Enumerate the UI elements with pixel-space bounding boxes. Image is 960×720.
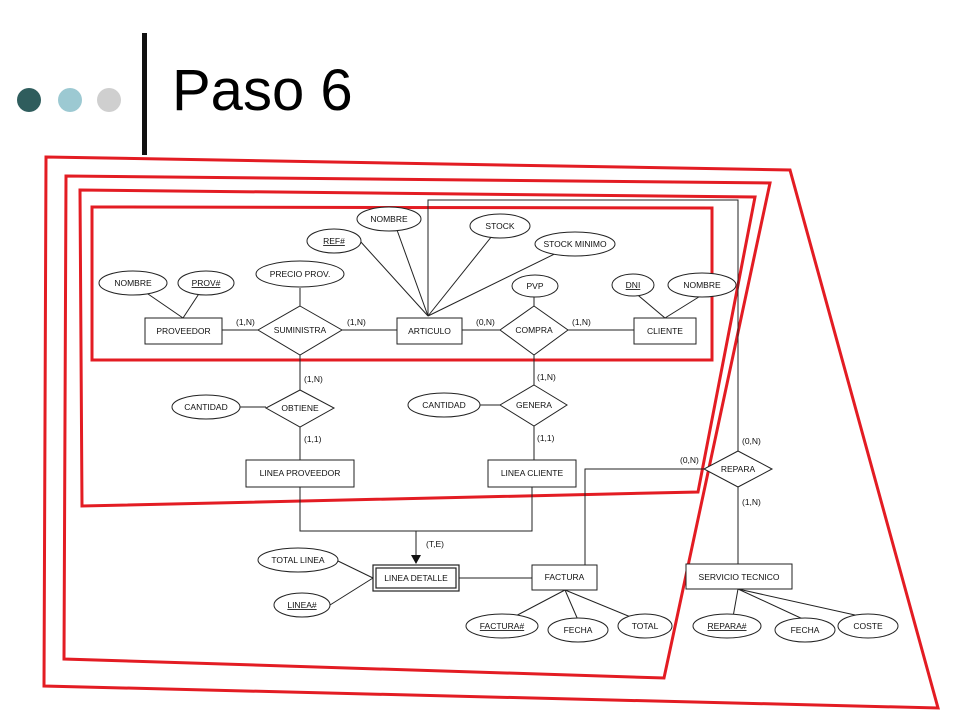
cardinality-label: (1,1) <box>304 434 322 444</box>
attribute-cantidad-obtiene: CANTIDAD <box>171 394 241 420</box>
cardinality-label: (1,N) <box>304 374 323 384</box>
attribute-prov: PROV# <box>177 270 235 296</box>
slide-title: Paso 6 <box>172 58 353 123</box>
attribute-label: STOCK MINIMO <box>543 239 607 249</box>
relationship-suministra: SUMINISTRA <box>257 305 343 356</box>
decor-dot-mid <box>58 88 82 112</box>
entity-label: CLIENTE <box>647 326 683 336</box>
attribute-label: FECHA <box>564 625 593 635</box>
cardinality-label: (1,N) <box>537 372 556 382</box>
boundary-4 <box>42 155 940 710</box>
title-divider <box>142 33 147 155</box>
entity-servicio-tecnico: SERVICIO TECNICO <box>685 563 793 590</box>
attribute-label: NOMBRE <box>370 214 408 224</box>
attribute-linea: LINEA# <box>273 592 331 618</box>
relationship-label: OBTIENE <box>281 403 319 413</box>
attribute-label: TOTAL <box>632 621 659 631</box>
relationship-repara: REPARA <box>702 450 774 488</box>
attribute-label: CANTIDAD <box>184 402 227 412</box>
entity-label: LINEA CLIENTE <box>501 468 564 478</box>
entity-linea-proveedor: LINEA PROVEEDOR <box>245 459 355 488</box>
attribute-repara-num: REPARA# <box>692 613 762 639</box>
cardinality-label: (1,N) <box>572 317 591 327</box>
attribute-dni: DNI <box>611 273 655 297</box>
attribute-fecha-factura: FECHA <box>547 617 609 643</box>
cardinality-label: (1,N) <box>347 317 366 327</box>
attribute-coste: COSTE <box>837 613 899 639</box>
attribute-nombre-articulo: NOMBRE <box>356 206 422 232</box>
relationship-genera: GENERA <box>499 384 568 427</box>
attribute-nombre-proveedor: NOMBRE <box>98 270 168 296</box>
entity-label: SERVICIO TECNICO <box>699 572 780 582</box>
boundary-1 <box>90 205 714 362</box>
cardinality-label: (1,N) <box>742 497 761 507</box>
attribute-label: COSTE <box>853 621 883 631</box>
attribute-label: CANTIDAD <box>422 400 465 410</box>
entity-linea-detalle: LINEA DETALLE <box>372 564 460 592</box>
boundary-2 <box>78 188 757 508</box>
relationship-compra: COMPRA <box>499 305 569 356</box>
connectors <box>131 199 865 621</box>
attribute-total-linea: TOTAL LINEA <box>257 547 339 573</box>
cardinality-label: (1,1) <box>537 433 555 443</box>
entity-label: FACTURA <box>545 572 585 582</box>
entity-articulo: ARTICULO <box>396 317 463 345</box>
attribute-factura-num: FACTURA# <box>465 613 539 639</box>
entity-factura: FACTURA <box>531 564 598 591</box>
relationship-obtiene: OBTIENE <box>264 389 336 428</box>
cardinality-label: (1,N) <box>236 317 255 327</box>
entity-label: PROVEEDOR <box>156 326 210 336</box>
attribute-label: PRECIO PROV. <box>270 269 331 279</box>
entity-label: LINEA DETALLE <box>384 573 448 583</box>
attribute-cantidad-genera: CANTIDAD <box>407 392 481 418</box>
decor-dot-dark <box>17 88 41 112</box>
grouping-boundaries <box>42 155 940 710</box>
relationship-label: GENERA <box>516 400 552 410</box>
attribute-pvp: PVP <box>511 274 559 298</box>
attribute-label: LINEA# <box>287 600 317 610</box>
relationship-label: SUMINISTRA <box>274 325 327 335</box>
entity-cliente: CLIENTE <box>633 317 697 345</box>
hierarchy-arrow-icon <box>411 555 421 564</box>
attribute-label: TOTAL LINEA <box>271 555 325 565</box>
boundary-3 <box>62 174 772 680</box>
attribute-label: FACTURA# <box>480 621 525 631</box>
attribute-ref: REF# <box>306 228 362 254</box>
attribute-total: TOTAL <box>617 613 673 639</box>
cardinality-label: (0,N) <box>742 436 761 446</box>
attribute-label: STOCK <box>485 221 514 231</box>
decor-dot-light <box>97 88 121 112</box>
attribute-label: REF# <box>323 236 345 246</box>
attribute-label: NOMBRE <box>114 278 152 288</box>
entity-linea-cliente: LINEA CLIENTE <box>487 459 577 488</box>
relationship-label: COMPRA <box>515 325 553 335</box>
attribute-stock: STOCK <box>469 213 531 239</box>
attribute-label: PROV# <box>192 278 221 288</box>
attribute-label: REPARA# <box>707 621 746 631</box>
cardinality-label: (0,N) <box>680 455 699 465</box>
attribute-precio-prov: PRECIO PROV. <box>255 260 345 288</box>
attribute-label: FECHA <box>791 625 820 635</box>
cardinality-label: (T,E) <box>426 539 444 549</box>
attribute-stock-minimo: STOCK MINIMO <box>534 231 616 257</box>
entity-proveedor: PROVEEDOR <box>144 317 223 345</box>
cardinality-label: (0,N) <box>476 317 495 327</box>
attribute-nombre-cliente: NOMBRE <box>667 272 737 298</box>
entity-label: ARTICULO <box>408 326 451 336</box>
attribute-label: DNI <box>626 280 641 290</box>
attribute-fecha-reparacion: FECHA <box>774 617 836 643</box>
relationship-label: REPARA <box>721 464 756 474</box>
attribute-label: NOMBRE <box>683 280 721 290</box>
entity-label: LINEA PROVEEDOR <box>260 468 341 478</box>
attribute-label: PVP <box>526 281 543 291</box>
